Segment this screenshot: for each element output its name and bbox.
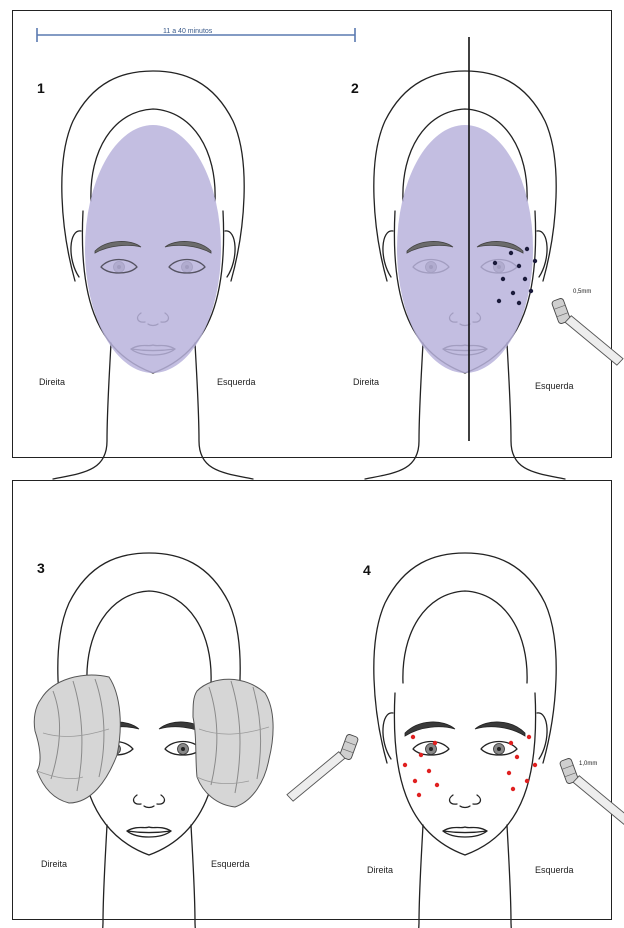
right-side-label: Direita: [367, 865, 393, 875]
top-panel: 11 a 40 minutos 1 Direita Esquerda 2: [12, 10, 612, 458]
microneedle-dots: [403, 735, 537, 797]
bottom-panel-drawing: 3 Direita Esquerda 4: [13, 481, 613, 921]
gauze-left-icon: [34, 675, 120, 803]
step-1: 1 Direita Esquerda: [37, 71, 256, 479]
timeline-label: 11 a 40 minutos: [163, 28, 213, 35]
step-number: 3: [37, 560, 45, 576]
left-side-label: Esquerda: [535, 865, 574, 875]
timeline-bar: 11 a 40 minutos: [37, 28, 355, 42]
dermaroller-icon: [551, 285, 624, 378]
roller-size-label: 1,0mm: [579, 761, 597, 767]
right-side-label: Direita: [353, 377, 379, 387]
dermaroller-right-icon: [286, 721, 359, 814]
step-number: 4: [363, 562, 371, 578]
step-number: 1: [37, 80, 45, 96]
dermaroller-left-icon: [559, 745, 624, 838]
top-panel-drawing: 11 a 40 minutos 1 Direita Esquerda 2: [13, 11, 613, 459]
left-side-label: Esquerda: [535, 381, 574, 391]
step-number: 2: [351, 80, 359, 96]
bottom-panel: 3 Direita Esquerda 4: [12, 480, 612, 920]
anesthetic-area: [397, 125, 533, 373]
step-3: 3 Direita Esquerda: [34, 553, 273, 928]
roller-size-label: 0,5mm: [573, 289, 591, 295]
left-side-label: Esquerda: [217, 377, 256, 387]
right-side-label: Direita: [41, 859, 67, 869]
right-side-label: Direita: [39, 377, 65, 387]
left-side-label: Esquerda: [211, 859, 250, 869]
anesthetic-area: [85, 125, 221, 373]
step-2: 2 0,5mm: [351, 37, 624, 479]
gauze-right-icon: [193, 679, 273, 807]
step-4: 4 1,0mm Direita Es: [286, 553, 624, 928]
